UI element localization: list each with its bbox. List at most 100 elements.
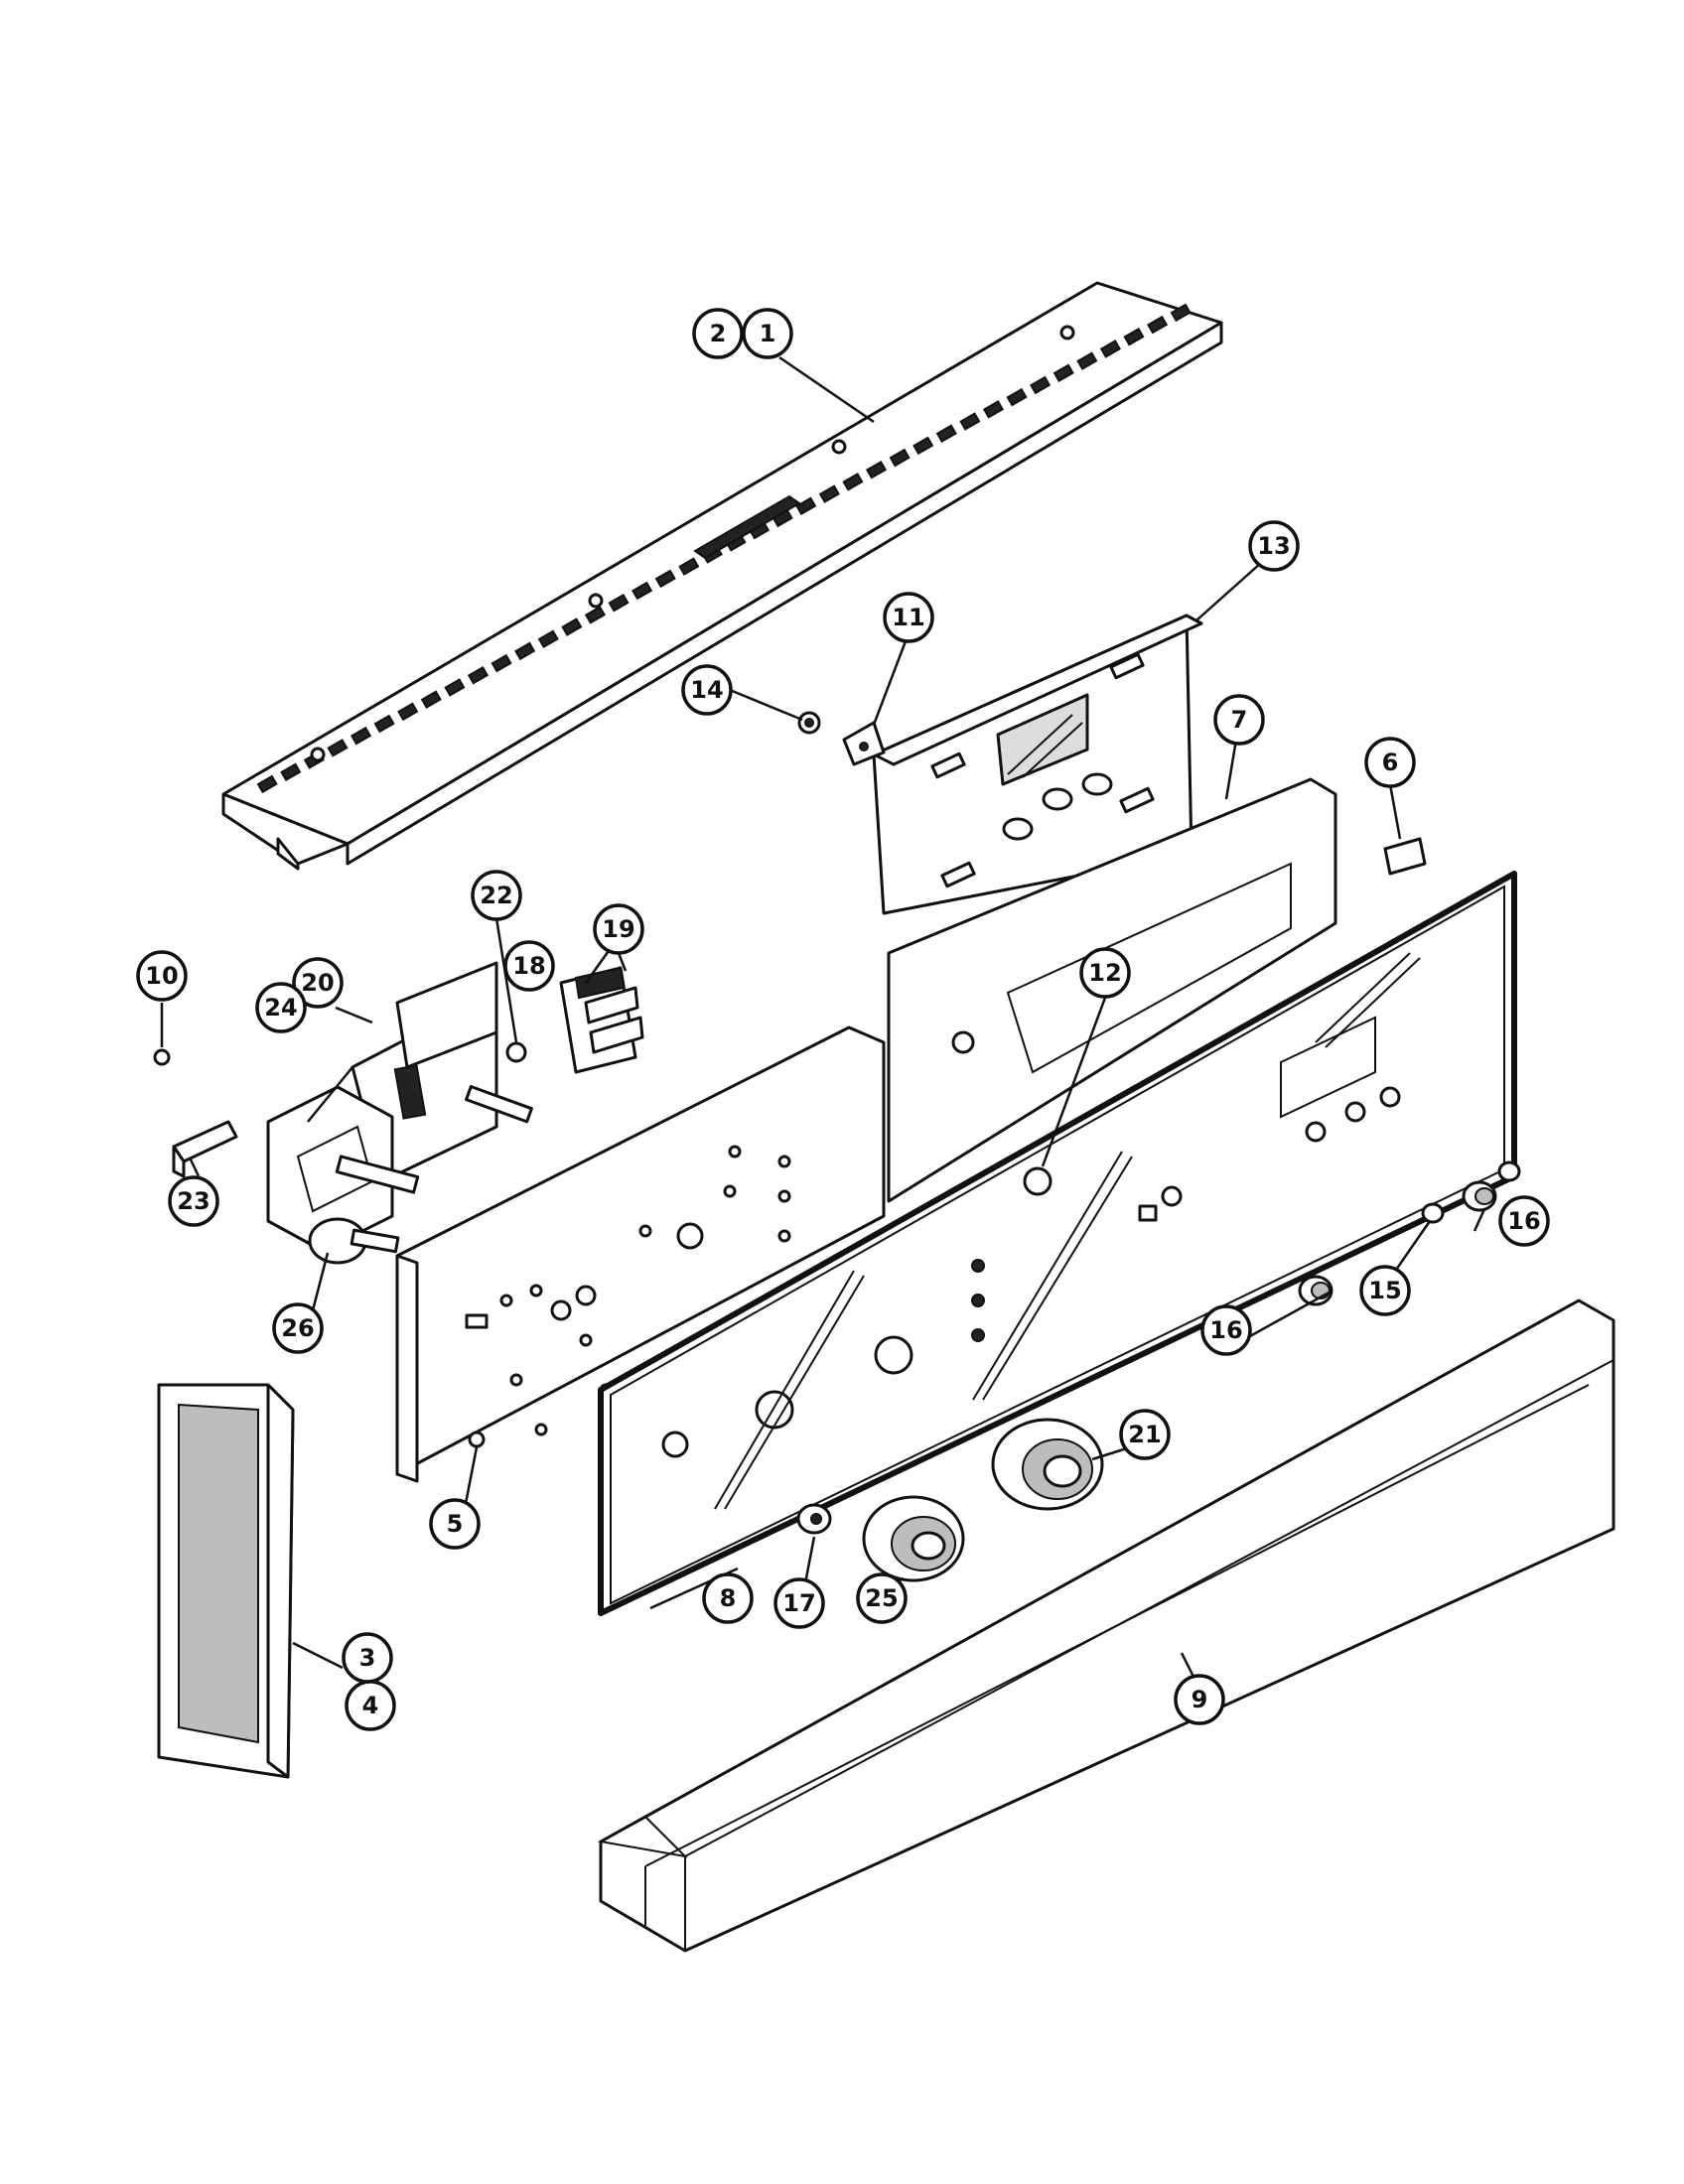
panel-hole: [638, 1224, 652, 1238]
bracket-clip-part-11: [842, 721, 886, 766]
rail-slot: [444, 678, 466, 697]
callout-8: 8: [702, 1572, 754, 1624]
plug-part-12: [1023, 1166, 1052, 1196]
rail-slot: [818, 484, 840, 503]
rail-slot: [795, 496, 817, 516]
svg-text:8: 8: [720, 1584, 737, 1612]
panel-hole: [579, 1333, 593, 1347]
callout-3: 3: [342, 1632, 393, 1684]
svg-text:24: 24: [264, 994, 297, 1022]
panel-hole: [499, 1294, 513, 1307]
callout-24: 24: [255, 982, 307, 1033]
svg-text:22: 22: [480, 882, 512, 909]
svg-text:1: 1: [760, 320, 776, 347]
svg-text:23: 23: [177, 1187, 210, 1215]
svg-text:3: 3: [359, 1644, 376, 1672]
control-panel-front-part-8: [598, 871, 1517, 1616]
screw-part-10: [153, 1048, 171, 1066]
rail-slot: [842, 473, 864, 491]
callout-1: 1: [742, 308, 793, 359]
svg-text:16: 16: [1507, 1207, 1540, 1235]
callout-9: 9: [1174, 1674, 1225, 1725]
rail-slot: [654, 569, 676, 589]
rail-slot: [865, 460, 888, 479]
rail-slot: [678, 557, 700, 576]
svg-text:19: 19: [602, 915, 634, 943]
callout-19: 19: [593, 903, 644, 955]
rail-slot: [1052, 363, 1074, 383]
callout-26: 26: [272, 1302, 324, 1354]
clip-part-23: [172, 1120, 238, 1178]
callout-20: 20: [292, 957, 344, 1009]
panel-hole: [509, 1373, 523, 1387]
svg-text:13: 13: [1257, 532, 1290, 560]
knob-part-25: [862, 1495, 965, 1582]
svg-text:15: 15: [1368, 1277, 1401, 1304]
svg-text:25: 25: [865, 1584, 898, 1612]
rail-slot: [1170, 303, 1192, 323]
rail-slot: [280, 762, 302, 781]
svg-text:11: 11: [892, 604, 924, 631]
svg-text:2: 2: [710, 320, 727, 347]
bottom-rail-part-9: [598, 1298, 1615, 1953]
panel-hole: [777, 1229, 791, 1243]
callout-11: 11: [883, 592, 934, 643]
rail-slot: [1123, 327, 1145, 346]
panel-hole: [723, 1184, 737, 1198]
knob-part-21: [991, 1418, 1104, 1511]
svg-text:17: 17: [782, 1589, 815, 1617]
svg-text:12: 12: [1088, 959, 1121, 987]
svg-text:4: 4: [362, 1692, 379, 1719]
nut-part-14: [797, 711, 821, 735]
rail-slot: [1006, 387, 1028, 407]
svg-text:5: 5: [447, 1510, 464, 1538]
svg-text:10: 10: [145, 962, 178, 990]
callout-14: 14: [681, 664, 733, 716]
rail-slot: [935, 424, 957, 443]
rail-slot: [959, 412, 981, 431]
callout-7: 7: [1213, 694, 1265, 746]
knob-base-part-26: [308, 1217, 400, 1265]
insert-part-6: [1383, 837, 1427, 876]
rail-slot: [1147, 315, 1169, 335]
callout-5: 5: [429, 1498, 481, 1550]
callout-13: 13: [1248, 520, 1300, 572]
rail-slot: [1076, 351, 1098, 370]
screw-part-22: [505, 1041, 527, 1063]
callout-17: 17: [773, 1577, 825, 1629]
rail-slot: [608, 593, 630, 613]
svg-text:26: 26: [281, 1314, 314, 1342]
callout-23: 23: [168, 1175, 219, 1227]
callout-21: 21: [1119, 1409, 1171, 1460]
rail-slot: [1030, 375, 1052, 395]
callout-25: 25: [856, 1572, 908, 1624]
callout-4: 4: [345, 1680, 396, 1731]
rail-slot: [1099, 340, 1121, 358]
rail-slot: [373, 714, 395, 734]
svg-text:6: 6: [1382, 749, 1399, 776]
svg-text:16: 16: [1209, 1316, 1242, 1344]
rail-slot: [397, 702, 419, 722]
callout-2: 2: [692, 308, 744, 359]
callout-16-right: 16: [1498, 1195, 1550, 1247]
callout-15: 15: [1359, 1265, 1411, 1316]
switch-housing-part-24: [266, 1085, 420, 1253]
panel-hole: [777, 1189, 791, 1203]
callout-10: 10: [136, 950, 188, 1002]
callout-22: 22: [471, 870, 522, 921]
panel-hole: [777, 1155, 791, 1168]
side-trim-part-3-4: [157, 1383, 295, 1779]
panel-hole: [728, 1145, 742, 1159]
svg-text:21: 21: [1128, 1421, 1161, 1448]
rail-slot: [982, 400, 1005, 419]
rail-slot: [584, 606, 606, 624]
timer-module-part: [872, 614, 1203, 915]
top-rail-part: [221, 281, 1223, 871]
svg-text:9: 9: [1192, 1686, 1208, 1713]
rail-slot: [327, 739, 349, 757]
callout-labels: 2 1 13 11 14 7 6 22 19 18 10 20 12 24 23…: [136, 308, 1550, 1731]
svg-text:20: 20: [301, 969, 334, 997]
knob-part-16-upper: [1462, 1180, 1497, 1212]
rail-slot: [467, 666, 490, 685]
